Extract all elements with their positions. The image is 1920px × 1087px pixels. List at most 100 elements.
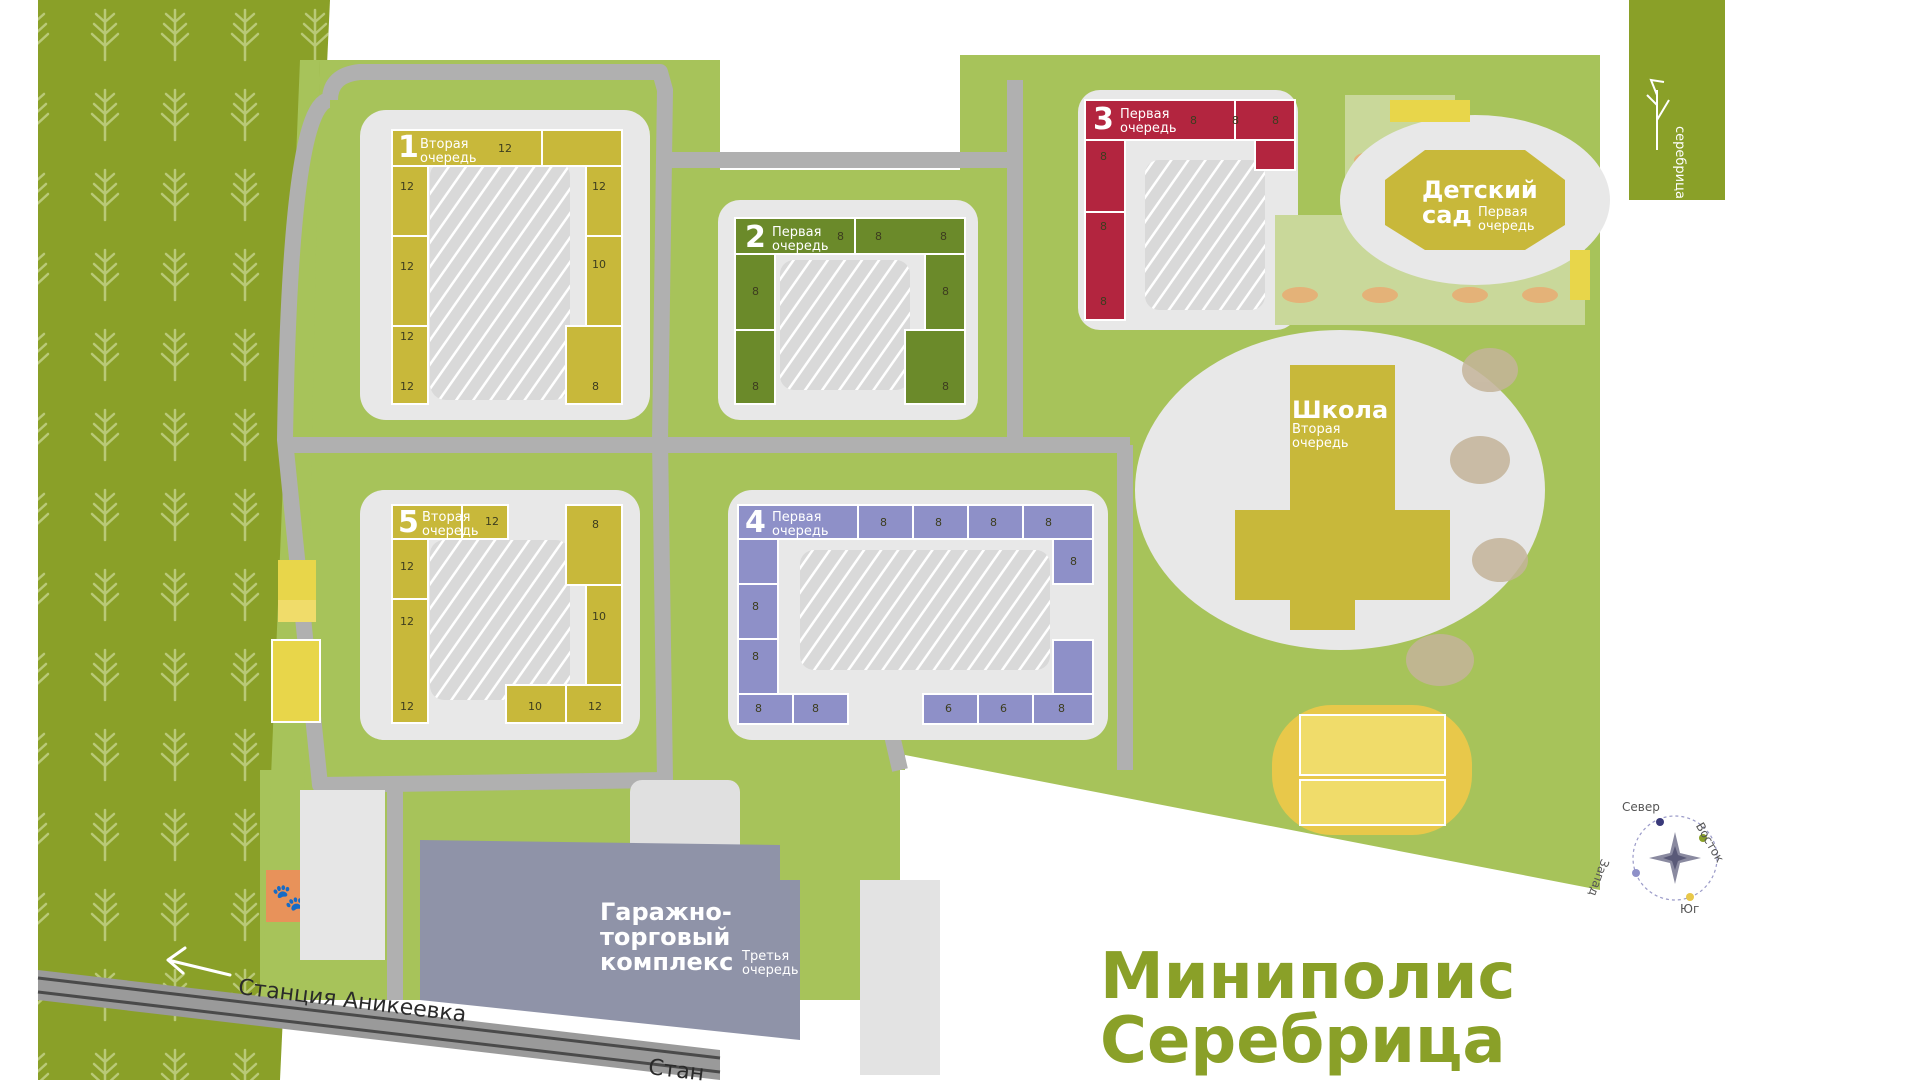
floor-count: 12 xyxy=(400,330,414,343)
building-2-label: 2 xyxy=(745,222,766,254)
floor-count: 6 xyxy=(945,702,952,715)
garage-name-line3: комплекс xyxy=(600,948,734,977)
school-label: Школа Вторая очередь xyxy=(1292,396,1389,450)
building-1-queue: Вторая очередь xyxy=(420,138,477,165)
floor-count: 8 xyxy=(592,518,599,531)
floor-count: 8 xyxy=(812,702,819,715)
building-1-queue-line1: Вторая xyxy=(420,137,469,152)
floor-count: 8 xyxy=(990,516,997,529)
building-4-queue-line2: очередь xyxy=(772,523,829,539)
building-2 xyxy=(734,217,966,405)
floor-count: 10 xyxy=(528,700,542,713)
kindergarten-name-line2: сад xyxy=(1422,201,1472,230)
building-5-queue-line1: Вторая xyxy=(422,510,471,525)
dog-paw-icon: 🐾 xyxy=(272,883,304,913)
west-sports-court xyxy=(271,639,321,723)
floor-count: 8 xyxy=(755,702,762,715)
stadium-court xyxy=(1299,779,1446,826)
floor-count: 8 xyxy=(942,380,949,393)
floor-count: 8 xyxy=(592,380,599,393)
building-4-number: 4 xyxy=(745,505,766,540)
roads xyxy=(277,64,1133,1000)
railway xyxy=(37,970,721,1080)
building-1 xyxy=(391,129,623,405)
forest-trees xyxy=(38,0,330,1080)
floor-count: 10 xyxy=(592,258,606,271)
building-2-queue-line2: очередь xyxy=(772,238,829,254)
building-1-number: 1 xyxy=(398,130,419,165)
building-4-label: 4 xyxy=(745,507,766,539)
garage-queue: Третья очередь xyxy=(742,950,799,977)
building-3-queue-line2: очередь xyxy=(1120,120,1177,136)
building-5 xyxy=(391,504,623,724)
courtyard-2-pattern xyxy=(780,260,910,390)
courtyard-4-pattern xyxy=(800,550,1050,670)
map-title-line1: Миниполис xyxy=(1100,940,1516,1014)
floor-count: 8 xyxy=(752,600,759,613)
building-2-queue-line1: Первая xyxy=(772,225,822,240)
floor-count: 12 xyxy=(592,180,606,193)
building-1-queue-line2: очередь xyxy=(420,150,477,166)
floor-count: 12 xyxy=(400,260,414,273)
floor-count: 8 xyxy=(880,516,887,529)
floor-count: 8 xyxy=(935,516,942,529)
building-5-queue: Вторая очередь xyxy=(422,511,479,538)
floor-count: 8 xyxy=(1100,295,1107,308)
courtyard-1-pattern xyxy=(430,160,570,400)
map-title-line2: Серебрица xyxy=(1100,1004,1506,1078)
building-4 xyxy=(737,504,1094,725)
floor-count: 8 xyxy=(1100,150,1107,163)
brand-logo: серебрица xyxy=(1629,0,1725,200)
building-5-number: 5 xyxy=(398,505,419,540)
compass-north-label: Север xyxy=(1622,800,1660,814)
arrow-left-icon xyxy=(166,946,232,977)
floor-count: 8 xyxy=(942,285,949,298)
kindergarten-building xyxy=(1385,150,1565,250)
floor-count: 6 xyxy=(1000,702,1007,715)
south-parking xyxy=(860,880,940,1075)
floor-count: 12 xyxy=(400,380,414,393)
floor-count: 10 xyxy=(592,610,606,623)
floor-count: 8 xyxy=(1058,702,1065,715)
school-park-blobs xyxy=(1406,348,1528,686)
floor-count: 8 xyxy=(1190,114,1197,127)
building-4-queue-line1: Первая xyxy=(772,510,822,525)
compass-rose-icon xyxy=(1632,815,1718,901)
school-name: Школа xyxy=(1292,396,1389,424)
courtyard-3-pattern xyxy=(1145,160,1265,310)
kindergarten-queue-line1: Первая xyxy=(1478,205,1528,220)
building-5-label: 5 xyxy=(398,507,419,539)
building-3-number: 3 xyxy=(1093,102,1114,137)
map-title: Миниполис Серебрица xyxy=(1100,945,1515,1073)
garage-name-line2: торговый xyxy=(600,923,731,952)
garage-queue-line1: Третья xyxy=(742,949,790,964)
kindergarten-name-line1: Детский xyxy=(1422,176,1538,204)
building-2-queue: Первая очередь xyxy=(772,226,829,253)
west-parking xyxy=(300,790,385,960)
garage-complex xyxy=(420,840,800,1040)
floor-count: 12 xyxy=(498,142,512,155)
floor-count: 12 xyxy=(400,180,414,193)
floor-count: 8 xyxy=(1272,114,1279,127)
building-2-number: 2 xyxy=(745,220,766,255)
building-3 xyxy=(1084,99,1296,321)
brand-logo-text: серебрица xyxy=(1672,126,1687,199)
building-5-queue-line2: очередь xyxy=(422,523,479,539)
floor-count: 8 xyxy=(837,230,844,243)
floor-count: 8 xyxy=(1100,220,1107,233)
floor-count: 8 xyxy=(875,230,882,243)
tree-logo-icon xyxy=(1646,78,1670,150)
floor-count: 12 xyxy=(588,700,602,713)
floor-count: 12 xyxy=(485,515,499,528)
floor-count: 12 xyxy=(400,560,414,573)
floor-count: 8 xyxy=(752,380,759,393)
building-3-queue-line1: Первая xyxy=(1120,107,1170,122)
garage-name-line1: Гаражно- xyxy=(600,898,732,926)
kindergarten-pavilion xyxy=(1390,100,1470,122)
kindergarten-pavilion-east xyxy=(1570,250,1590,300)
kindergarten-queue: Первая очередь xyxy=(1478,206,1535,233)
west-playground-2 xyxy=(278,600,316,622)
floor-count: 12 xyxy=(400,615,414,628)
kindergarten-queue-line2: очередь xyxy=(1478,218,1535,234)
